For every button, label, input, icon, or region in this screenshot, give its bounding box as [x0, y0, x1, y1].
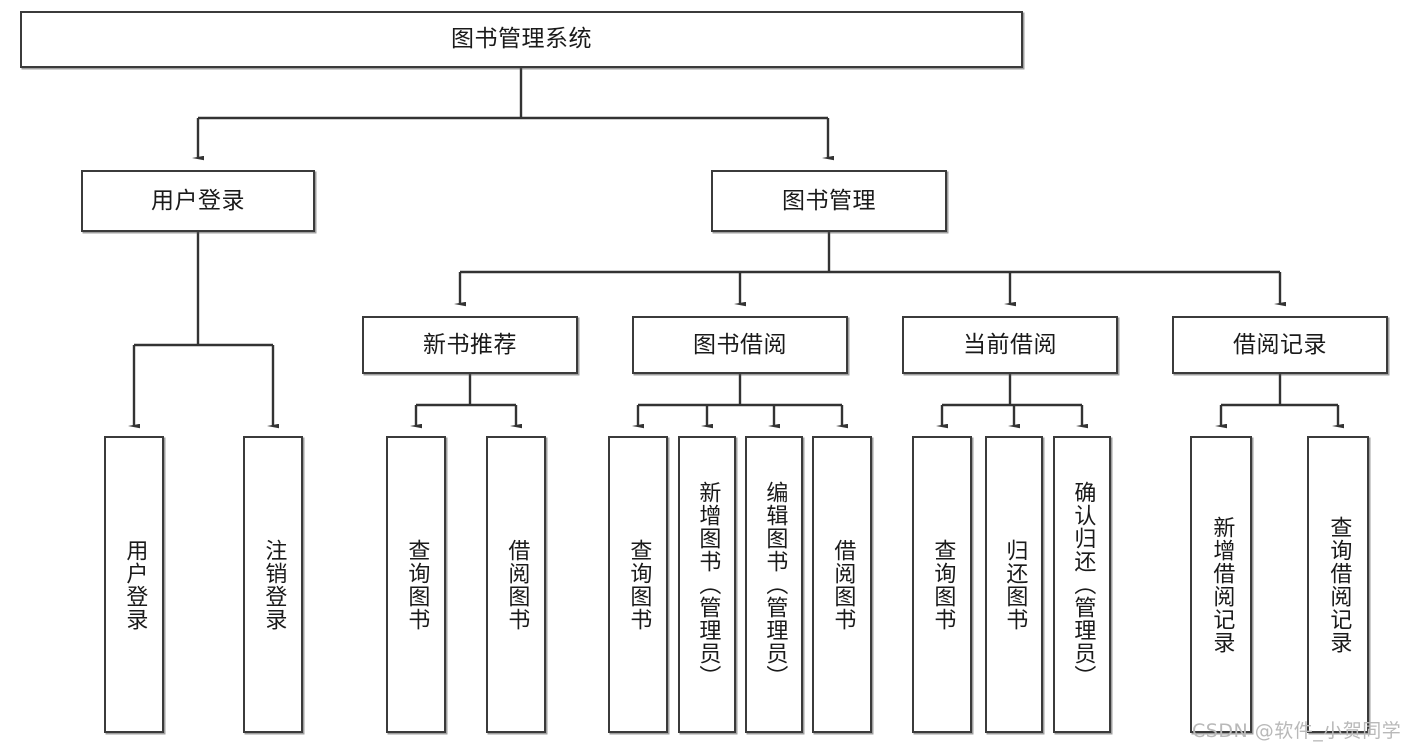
node-label: 查询图书 [626, 538, 652, 631]
node-label: 查询图书 [930, 538, 956, 631]
node-new-book-recommend[interactable]: 新书推荐 [362, 316, 578, 374]
leaf-query-borrow-record[interactable]: 查询借阅记录 [1307, 436, 1369, 733]
node-label: 当前借阅 [963, 331, 1057, 358]
node-label: 图书借阅 [693, 331, 787, 358]
node-label: 图书管理系统 [451, 26, 592, 53]
leaf-logout[interactable]: 注销登录 [243, 436, 303, 733]
leaf-borrow-book[interactable]: 借阅图书 [812, 436, 872, 733]
node-label: 借阅图书 [830, 538, 856, 631]
leaf-return-book[interactable]: 归还图书 [985, 436, 1043, 733]
node-book-borrow[interactable]: 图书借阅 [632, 316, 848, 374]
node-label: 新增图书（管理员） [695, 481, 721, 688]
node-label: 编辑图书（管理员） [762, 481, 788, 688]
leaf-user-login[interactable]: 用户登录 [104, 436, 164, 733]
node-label: 新增借阅记录 [1209, 515, 1235, 654]
node-current-borrow[interactable]: 当前借阅 [902, 316, 1118, 374]
node-user-login[interactable]: 用户登录 [81, 170, 315, 232]
leaf-query-book-new[interactable]: 查询图书 [386, 436, 446, 733]
node-label: 新书推荐 [423, 331, 517, 358]
leaf-confirm-return-admin[interactable]: 确认归还（管理员） [1053, 436, 1111, 733]
leaf-add-borrow-record[interactable]: 新增借阅记录 [1190, 436, 1252, 733]
node-label: 借阅图书 [504, 538, 530, 631]
node-borrow-record[interactable]: 借阅记录 [1172, 316, 1388, 374]
node-label: 注销登录 [261, 538, 287, 631]
leaf-query-book-borrow[interactable]: 查询图书 [608, 436, 668, 733]
node-label: 确认归还（管理员） [1070, 481, 1096, 688]
node-root-system[interactable]: 图书管理系统 [20, 11, 1023, 68]
leaf-add-book-admin[interactable]: 新增图书（管理员） [678, 436, 736, 733]
leaf-borrow-book-new[interactable]: 借阅图书 [486, 436, 546, 733]
node-label: 归还图书 [1002, 538, 1028, 631]
node-label: 用户登录 [122, 538, 148, 631]
node-label: 查询图书 [404, 538, 430, 631]
node-label: 用户登录 [151, 187, 245, 214]
leaf-edit-book-admin[interactable]: 编辑图书（管理员） [745, 436, 803, 733]
node-book-management[interactable]: 图书管理 [711, 170, 947, 232]
node-label: 查询借阅记录 [1326, 515, 1352, 654]
node-label: 图书管理 [782, 187, 876, 214]
leaf-query-book-current[interactable]: 查询图书 [912, 436, 972, 733]
node-label: 借阅记录 [1233, 331, 1327, 358]
